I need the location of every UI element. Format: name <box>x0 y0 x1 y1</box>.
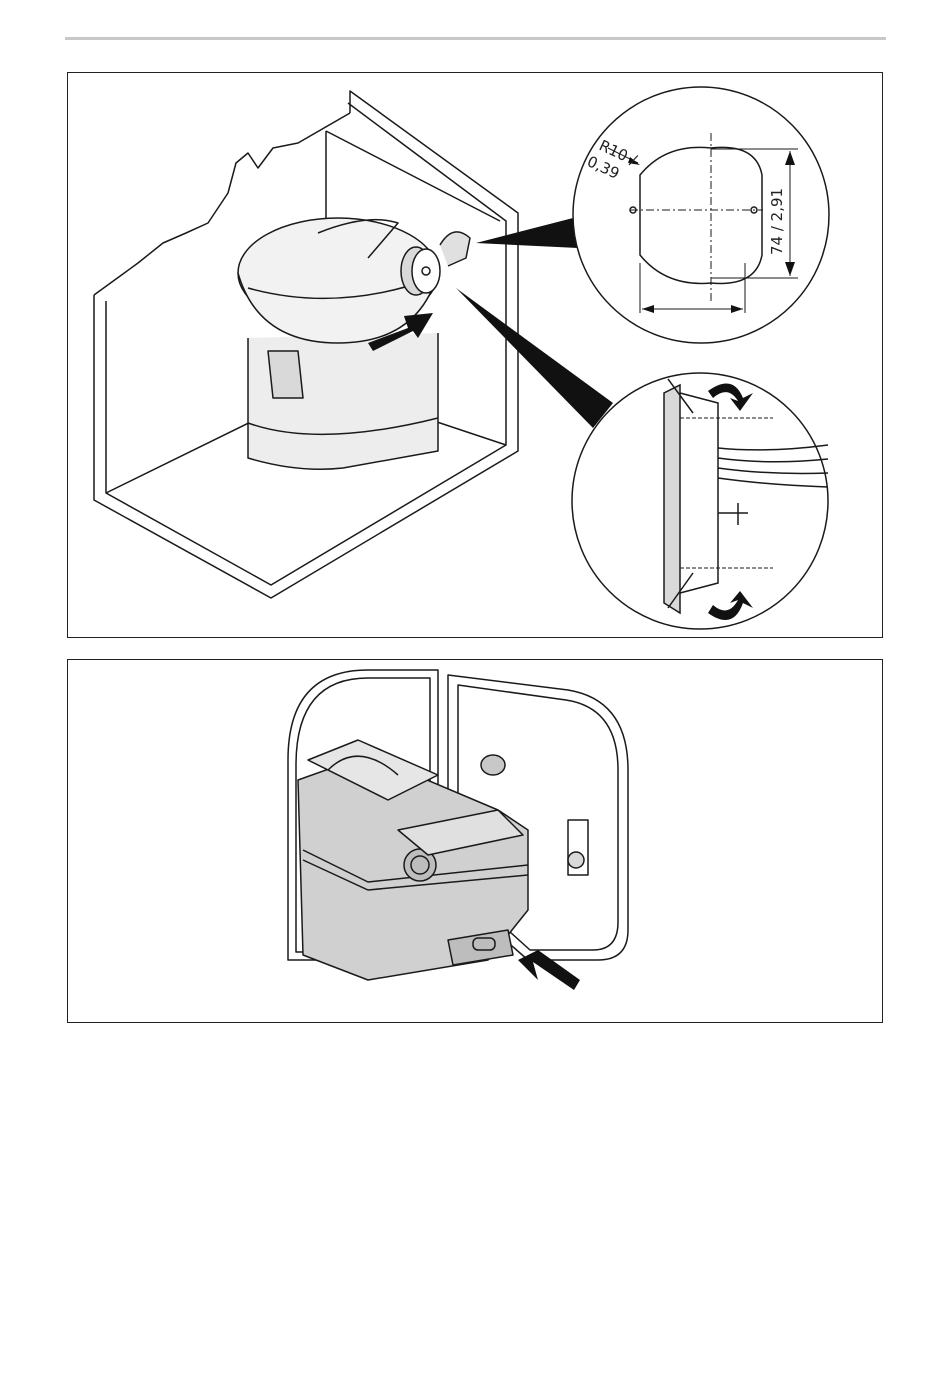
height-dimension-label: 74 / 2,91 <box>768 188 786 255</box>
cassette-insertion-illustration <box>287 669 629 990</box>
figure-toilet-installation: R10 / 0,39 74 / 2,91 <box>67 72 883 638</box>
toilet-installation-illustration: R10 / 0,39 74 / 2,91 <box>93 86 830 630</box>
figure-cassette-insertion <box>67 659 883 1023</box>
header-rule <box>65 37 886 40</box>
